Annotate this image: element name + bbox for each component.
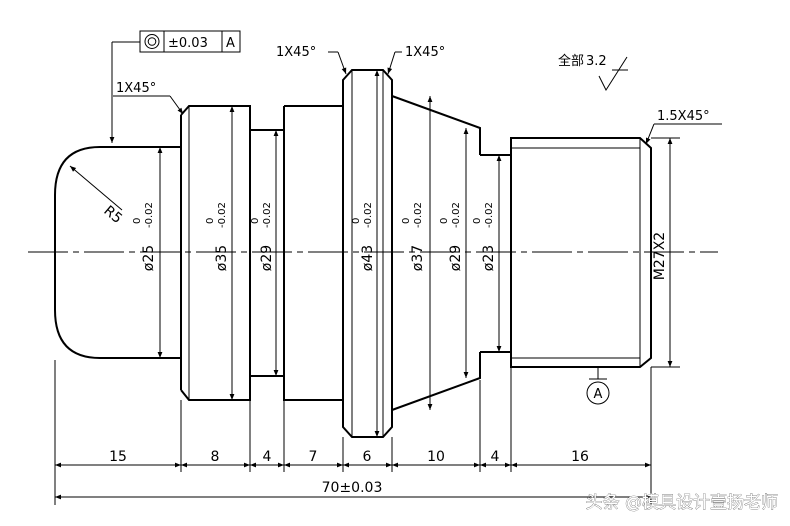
length-label-4: 7 <box>309 449 318 465</box>
overall-length-label: 70±0.03 <box>322 480 383 496</box>
dia-label-3: ø29 <box>259 245 275 271</box>
datum-marker: A <box>586 368 610 405</box>
dia-label-2: ø35 <box>214 245 230 271</box>
dia-upper-7: 0 <box>472 218 483 224</box>
dia-label-4: ø43 <box>360 245 376 271</box>
dia-label-7: ø23 <box>481 245 497 271</box>
watermark: 头条 @模具设计壹扬老师 <box>586 493 778 513</box>
chamfer-note-collar-left: 1X45° <box>276 45 316 60</box>
dia-upper-6: 0 <box>439 218 450 224</box>
dia-lower-3: -0.02 <box>262 202 273 228</box>
annotations: R5 1X45° 1X45° 1X45° 1.5X45° ±0.03 A <box>69 30 722 405</box>
dia-upper-2: 0 <box>205 218 216 224</box>
dia-label-6: ø29 <box>448 245 464 271</box>
dia-label-5: ø37 <box>410 245 426 271</box>
radius-label: R5 <box>100 203 125 227</box>
dia-upper-1: 0 <box>132 218 143 224</box>
diameter-dims: ø25 0 -0.02 ø35 0 -0.02 ø29 0 -0.02 ø43 … <box>132 70 680 437</box>
dia-label-1: ø25 <box>141 245 157 271</box>
tolerance-value: ±0.03 <box>168 36 208 51</box>
length-label-7: 4 <box>491 449 500 465</box>
length-label-5: 6 <box>363 449 372 465</box>
length-label-3: 4 <box>263 449 272 465</box>
dia-lower-7: -0.02 <box>484 202 495 228</box>
chamfer-note-left: 1X45° <box>116 81 156 96</box>
surface-finish-value: 3.2 <box>586 54 607 69</box>
surface-finish: 全部 3.2 <box>558 53 628 92</box>
datum-marker-letter: A <box>594 387 603 402</box>
dia-lower-6: -0.02 <box>451 202 462 228</box>
tolerance-datum: A <box>226 36 235 51</box>
dia-upper-5: 0 <box>401 218 412 224</box>
shaft-outline <box>54 69 652 438</box>
dia-lower-1: -0.02 <box>144 202 155 228</box>
concentricity-icon <box>144 34 160 49</box>
dia-upper-4: 0 <box>351 218 362 224</box>
length-label-2: 8 <box>211 449 220 465</box>
length-label-8: 16 <box>571 449 589 465</box>
length-label-6: 10 <box>427 449 445 465</box>
dia-lower-4: -0.02 <box>363 202 374 228</box>
length-label-1: 15 <box>109 449 127 465</box>
chamfer-note-thread: 1.5X45° <box>657 109 710 124</box>
dia-lower-5: -0.02 <box>413 202 424 228</box>
dia-lower-2: -0.02 <box>217 202 228 228</box>
length-dims: 15 8 4 7 6 10 4 16 70±0.03 <box>54 360 652 505</box>
dia-upper-3: 0 <box>250 218 261 224</box>
roughness-icon <box>598 56 628 92</box>
chamfer-note-collar-right: 1X45° <box>405 45 445 60</box>
tolerance-frame: ±0.03 A <box>109 30 241 143</box>
thread-label: M27X2 <box>652 232 668 280</box>
surface-finish-label: 全部 <box>558 53 584 69</box>
